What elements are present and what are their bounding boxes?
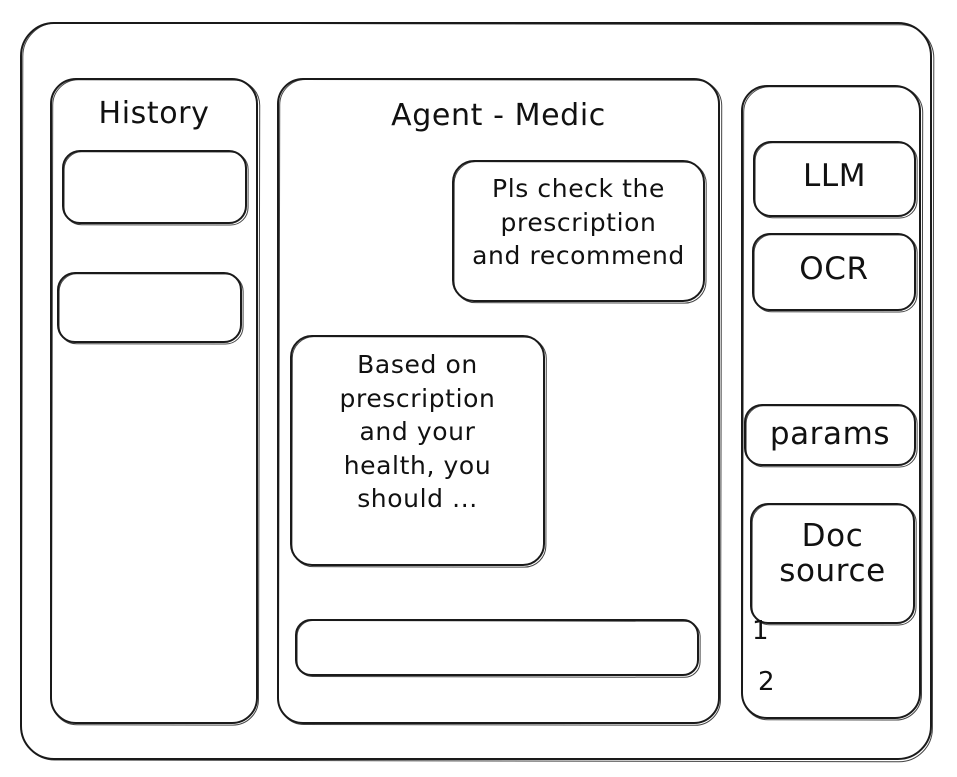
doc-source-label: Doc source: [779, 518, 886, 589]
history-item[interactable]: [57, 272, 244, 345]
chat-panel-title: Agent - Medic: [391, 98, 606, 133]
message-input[interactable]: [295, 619, 701, 678]
assistant-message-text: Based on prescription and your health, y…: [339, 350, 496, 513]
history-panel-title: History: [98, 96, 210, 131]
doc-source-entry[interactable]: 1: [752, 616, 770, 646]
history-item[interactable]: [62, 150, 249, 226]
tool-button-llm-label: LLM: [802, 158, 867, 194]
tool-button-ocr-label: OCR: [799, 251, 869, 287]
user-message-text: Pls check the prescription and recommend: [472, 174, 685, 270]
doc-source-entry[interactable]: 2: [758, 667, 776, 697]
tool-button-params-label: params: [769, 416, 891, 452]
